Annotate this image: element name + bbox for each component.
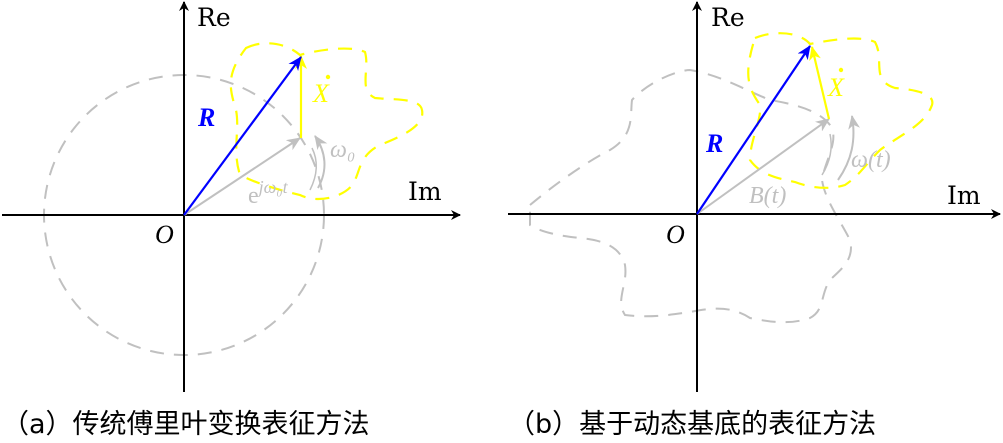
basis-contour: [529, 68, 852, 324]
label-X: X: [312, 79, 330, 108]
label-origin: O: [155, 220, 174, 249]
signal-contour: [229, 42, 424, 200]
label-origin: O: [666, 220, 685, 249]
caption-a: （a）传统傅里叶变换表征方法: [2, 409, 370, 440]
rotation-arc-inner: [821, 133, 832, 176]
label-im: Im: [947, 181, 981, 210]
label-R: R: [197, 103, 215, 132]
label-im: Im: [408, 177, 442, 206]
signal-contour: [747, 32, 934, 189]
rotation-arc: [837, 115, 861, 181]
rotation-arc-inner: [309, 147, 317, 191]
label-re: Re: [197, 3, 231, 32]
resultant-vector: [696, 45, 811, 215]
caption-b: （b）基于动态基底的表征方法: [508, 409, 877, 440]
panel-b: [508, 1, 1001, 392]
basis-vector: [183, 137, 301, 216]
basis-vector: [696, 118, 830, 215]
label-R: R: [705, 129, 723, 158]
label-omega0: ω₀: [330, 137, 355, 163]
x-dot: [838, 67, 844, 73]
label-X: X: [827, 73, 845, 102]
x-dot: [325, 74, 331, 80]
panel-a: [2, 1, 461, 392]
label-omega-t: ω(t): [851, 147, 891, 173]
label-basis-bt: B(t): [749, 183, 786, 209]
resultant-vector: [183, 56, 302, 216]
label-re: Re: [711, 3, 745, 32]
rotation-arc: [314, 135, 328, 189]
label-basis: ejω₀t: [248, 177, 289, 209]
signal-vector: [809, 46, 831, 120]
